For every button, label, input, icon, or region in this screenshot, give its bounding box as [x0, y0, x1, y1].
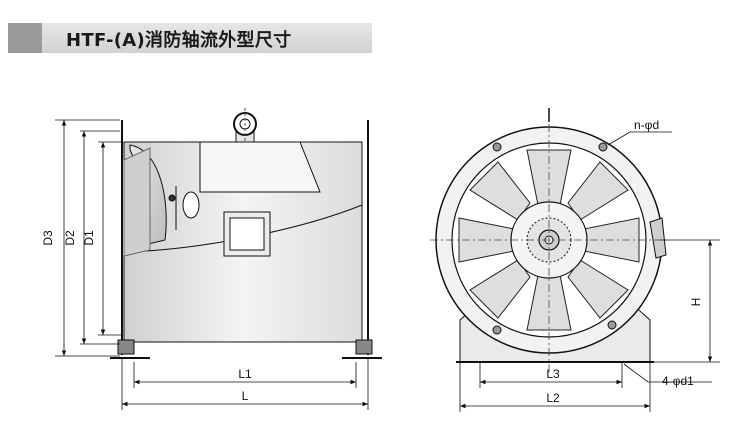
grease-nipple	[182, 191, 200, 219]
n-phi-d-leader	[607, 131, 631, 146]
vane-8	[469, 161, 531, 221]
mount-foot-left	[117, 339, 135, 355]
flange-hole-icon	[492, 142, 502, 152]
d1-label: D1	[82, 230, 96, 246]
l2-label: L2	[546, 391, 560, 405]
d2-label: D2	[63, 230, 77, 246]
title-banner: HTF-(A)消防轴流外型尺寸	[8, 23, 372, 53]
side-view	[55, 108, 382, 410]
bolt-icon	[168, 194, 176, 202]
banner-accent	[8, 23, 42, 53]
junction-box-cover	[229, 217, 265, 251]
blade-edge	[123, 147, 151, 257]
flange-hole-icon	[598, 142, 608, 152]
h-label: H	[689, 298, 703, 307]
four-phi-d1-leader	[623, 363, 649, 383]
l3-label: L3	[546, 367, 560, 381]
mount-foot-right	[355, 339, 373, 355]
terminal-box	[649, 217, 667, 259]
l-label: L	[242, 389, 249, 403]
l1-label: L1	[238, 367, 252, 381]
n-phi-d-label: n-φd	[634, 118, 659, 132]
flange-hole-icon	[492, 325, 502, 335]
d3-label: D3	[41, 230, 55, 246]
banner-background	[42, 23, 372, 53]
page-title: HTF-(A)消防轴流外型尺寸	[66, 30, 292, 51]
four-phi-d1-label: 4-φd1	[662, 374, 694, 388]
flange-hole-icon	[607, 320, 617, 330]
front-view	[430, 108, 720, 412]
motor-housing	[199, 141, 321, 193]
guide-vanes	[458, 149, 640, 331]
vane-4	[567, 259, 629, 319]
